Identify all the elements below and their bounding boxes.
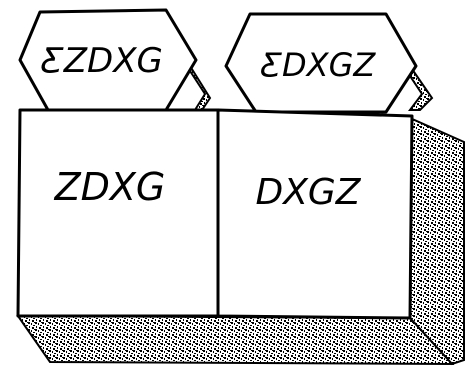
box-right: DXGZ <box>216 108 414 320</box>
hexagon-left-label: ƸZDXG <box>41 41 163 81</box>
box-left-label: ZDXG <box>54 165 166 209</box>
box-left: ZDXG <box>16 108 220 318</box>
hexagon-left: ƸZDXG <box>18 8 198 112</box>
hexagon-right-label: ƸDXGZ <box>261 46 377 84</box>
box-bottom-shadow <box>16 314 455 366</box>
box-right-label: DXGZ <box>256 172 362 213</box>
hexagon-right: ƸDXGZ <box>224 12 418 114</box>
